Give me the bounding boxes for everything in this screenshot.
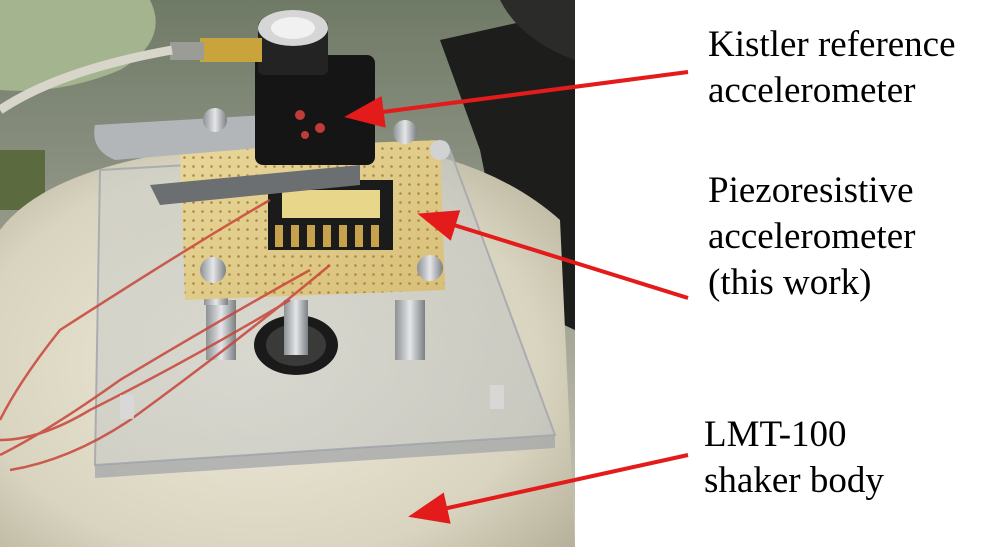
label-line: shaker body <box>704 460 884 501</box>
label-line: (this work) <box>708 262 872 303</box>
label-piezoresistive-accelerometer: Piezoresistive accelerometer (this work) <box>708 168 915 306</box>
label-line: accelerometer <box>708 216 916 257</box>
label-lmt-shaker-body: LMT-100 shaker body <box>704 412 884 504</box>
label-line: Kistler reference <box>708 24 956 65</box>
label-line: Piezoresistive <box>708 170 914 211</box>
label-line: LMT-100 <box>704 414 847 455</box>
shaker-photo <box>0 0 575 547</box>
label-kistler-reference-accelerometer: Kistler reference accelerometer <box>708 22 956 114</box>
label-line: accelerometer <box>708 70 916 111</box>
